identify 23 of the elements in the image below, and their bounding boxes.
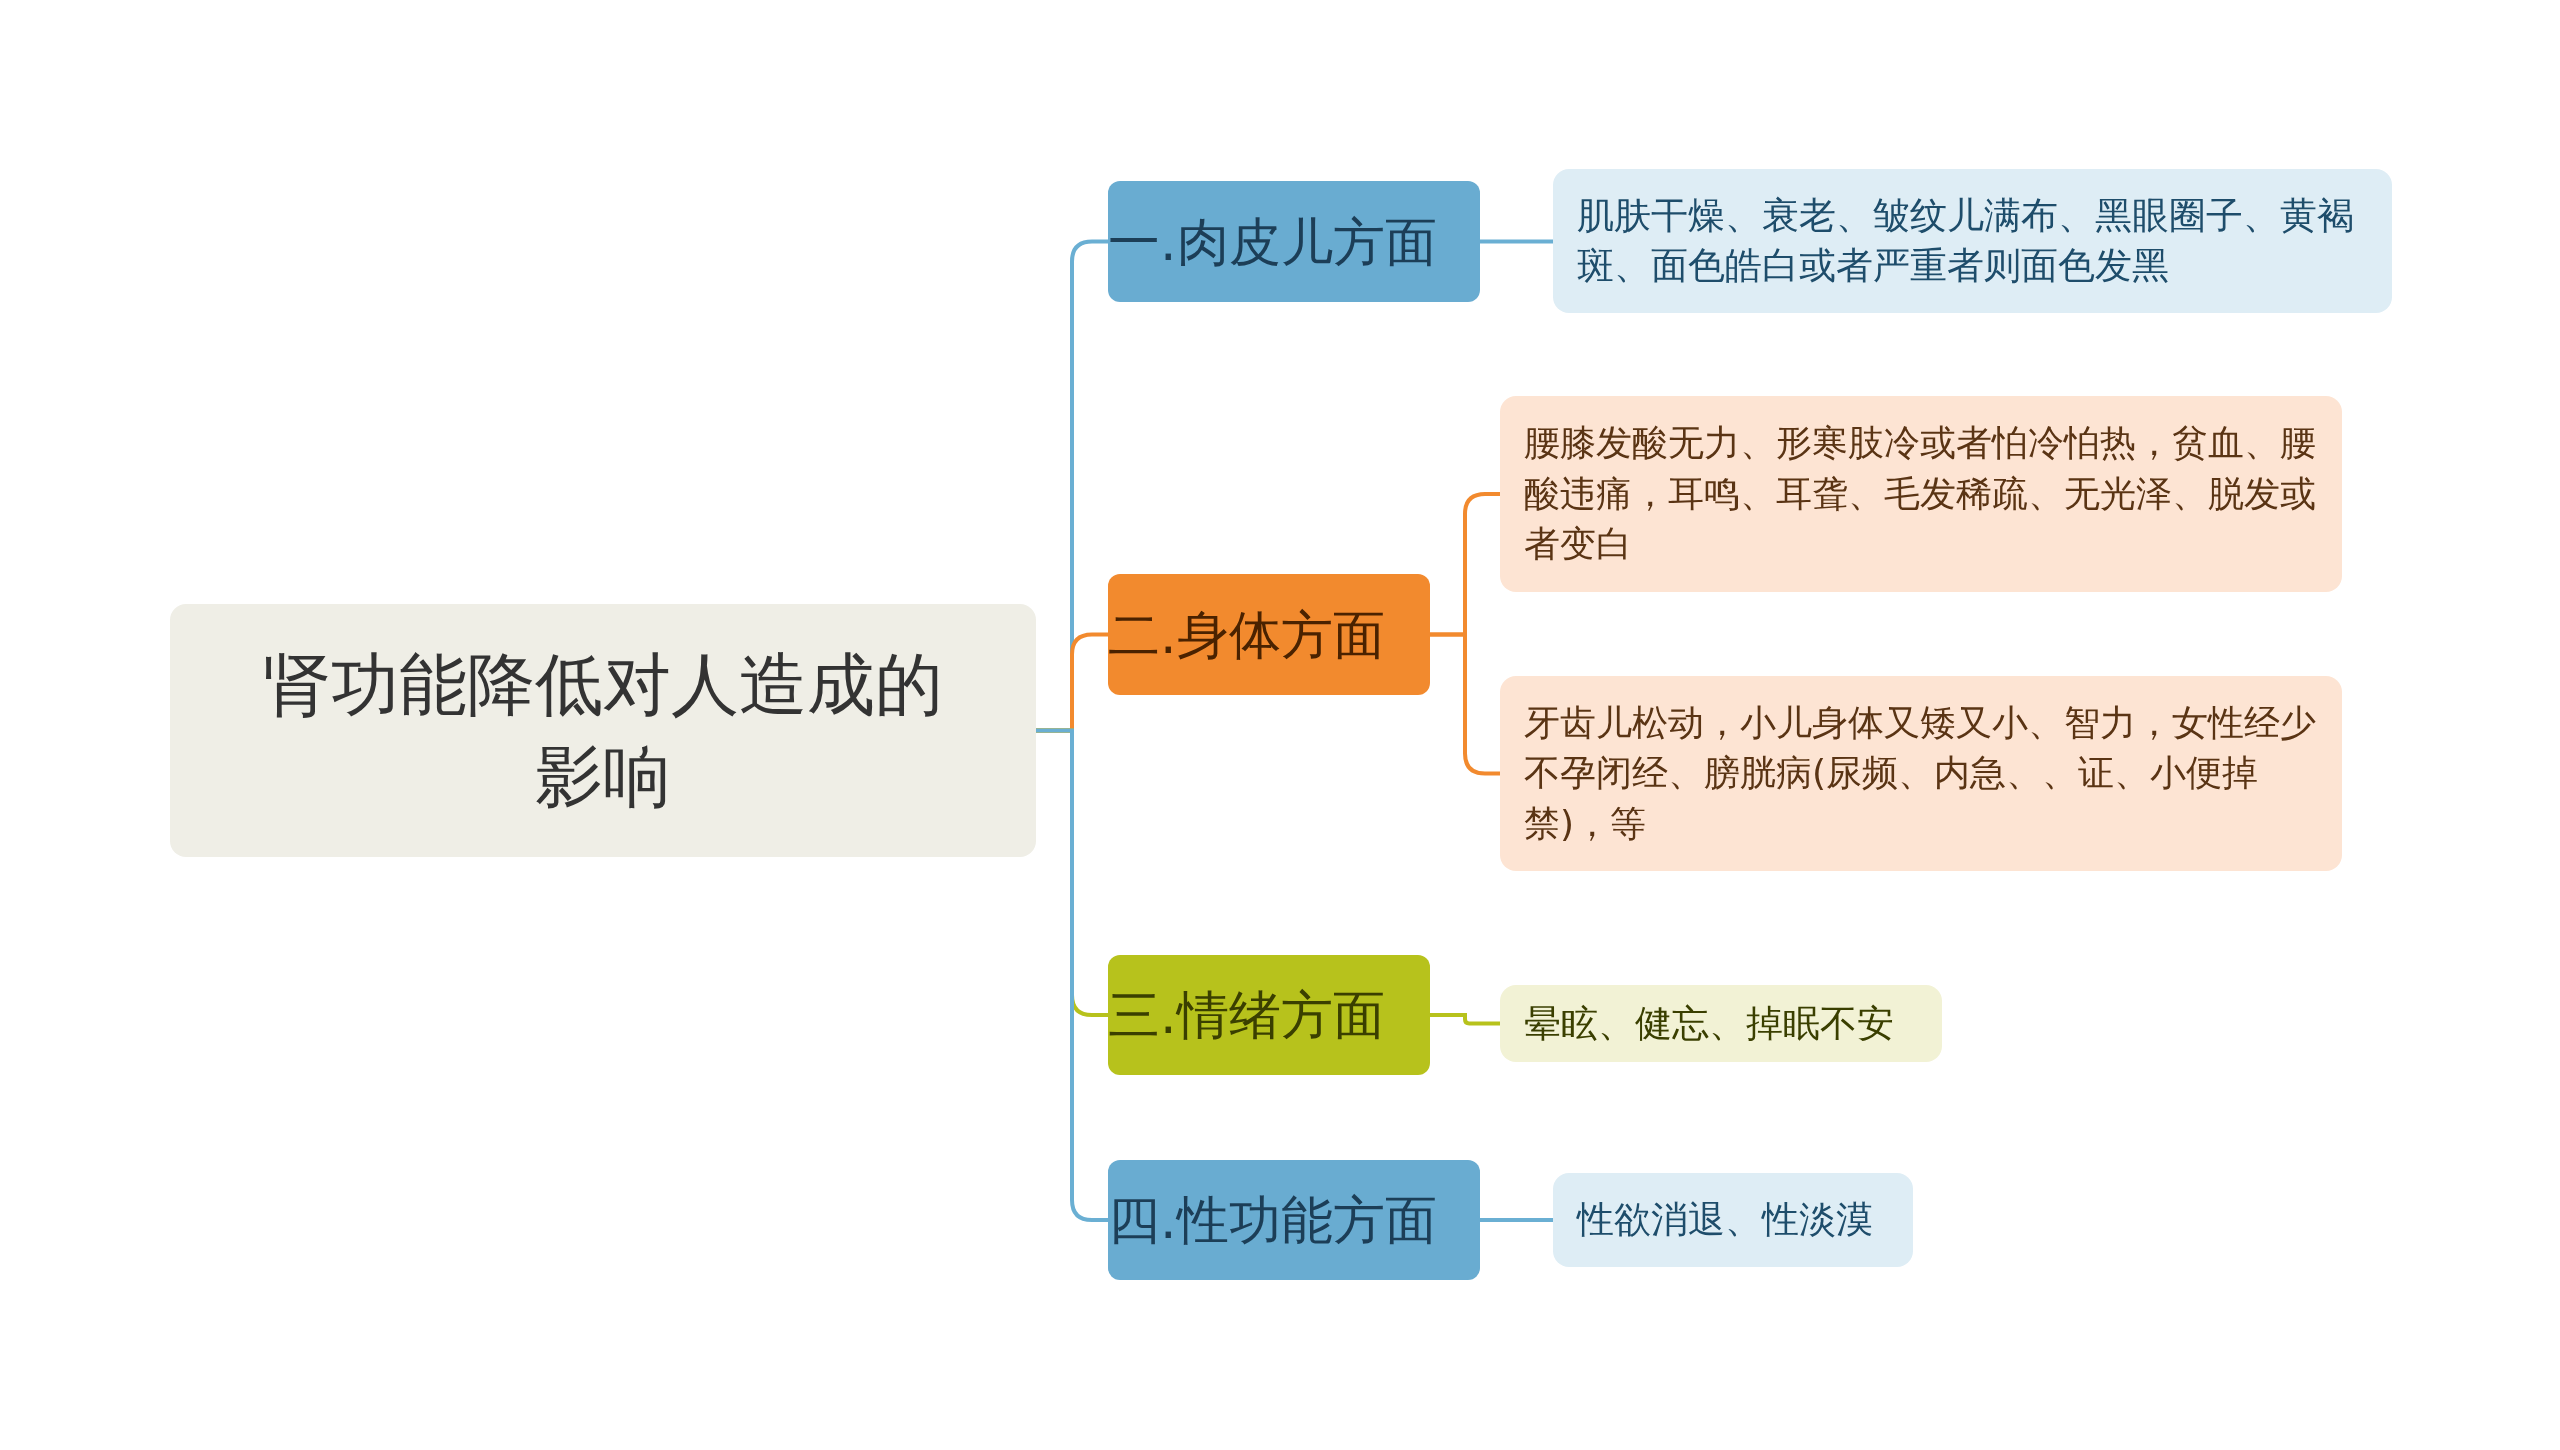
detail-box (1553, 1173, 1913, 1267)
topic-text: 三.情绪方面 (1108, 984, 1386, 1047)
topic-text: 性欲消退、性淡漠 (1577, 1197, 1874, 1244)
connector-line (1430, 1013, 1500, 1026)
detail-box (1500, 396, 2342, 592)
connector-line (1480, 239, 1553, 244)
branch-topic (1108, 1160, 1480, 1280)
topic-text: 晕眩、健忘、掉眠不安 (1524, 1000, 1895, 1047)
topic-text: 肌肤干燥、衰老、皱纹儿满布、黑眼圈子、黄褐斑、面色皓白或者严重者则面色发黑 (1577, 193, 2355, 289)
branch-topic (1108, 574, 1430, 695)
detail-box (1553, 169, 2392, 313)
detail-box (1500, 676, 2342, 871)
topic-text: 肾功能降低对人造成的影响 (262, 643, 944, 818)
root-topic (170, 604, 1036, 857)
topic-text: 牙齿儿松动，小儿身体又矮又小、智力，女性经少不孕闭经、膀胱病(尿频、内急、、证、小便掉禁)，等 (1524, 700, 2317, 846)
topic-text: 四.性功能方面 (1108, 1189, 1438, 1252)
connector-line (1480, 1218, 1553, 1222)
topic-text: 腰膝发酸无力、形寒肢冷或者怕冷怕热，贫血、腰酸违痛，耳鸣、耳聋、毛发稀疏、无光泽、脱发或者变白 (1524, 421, 2317, 567)
detail-box (1500, 985, 1942, 1062)
topic-text: 一.肉皮儿方面 (1108, 210, 1438, 274)
topic-text: 二.身体方面 (1108, 603, 1386, 667)
branch-topic (1108, 955, 1430, 1075)
branch-topic (1108, 181, 1480, 302)
